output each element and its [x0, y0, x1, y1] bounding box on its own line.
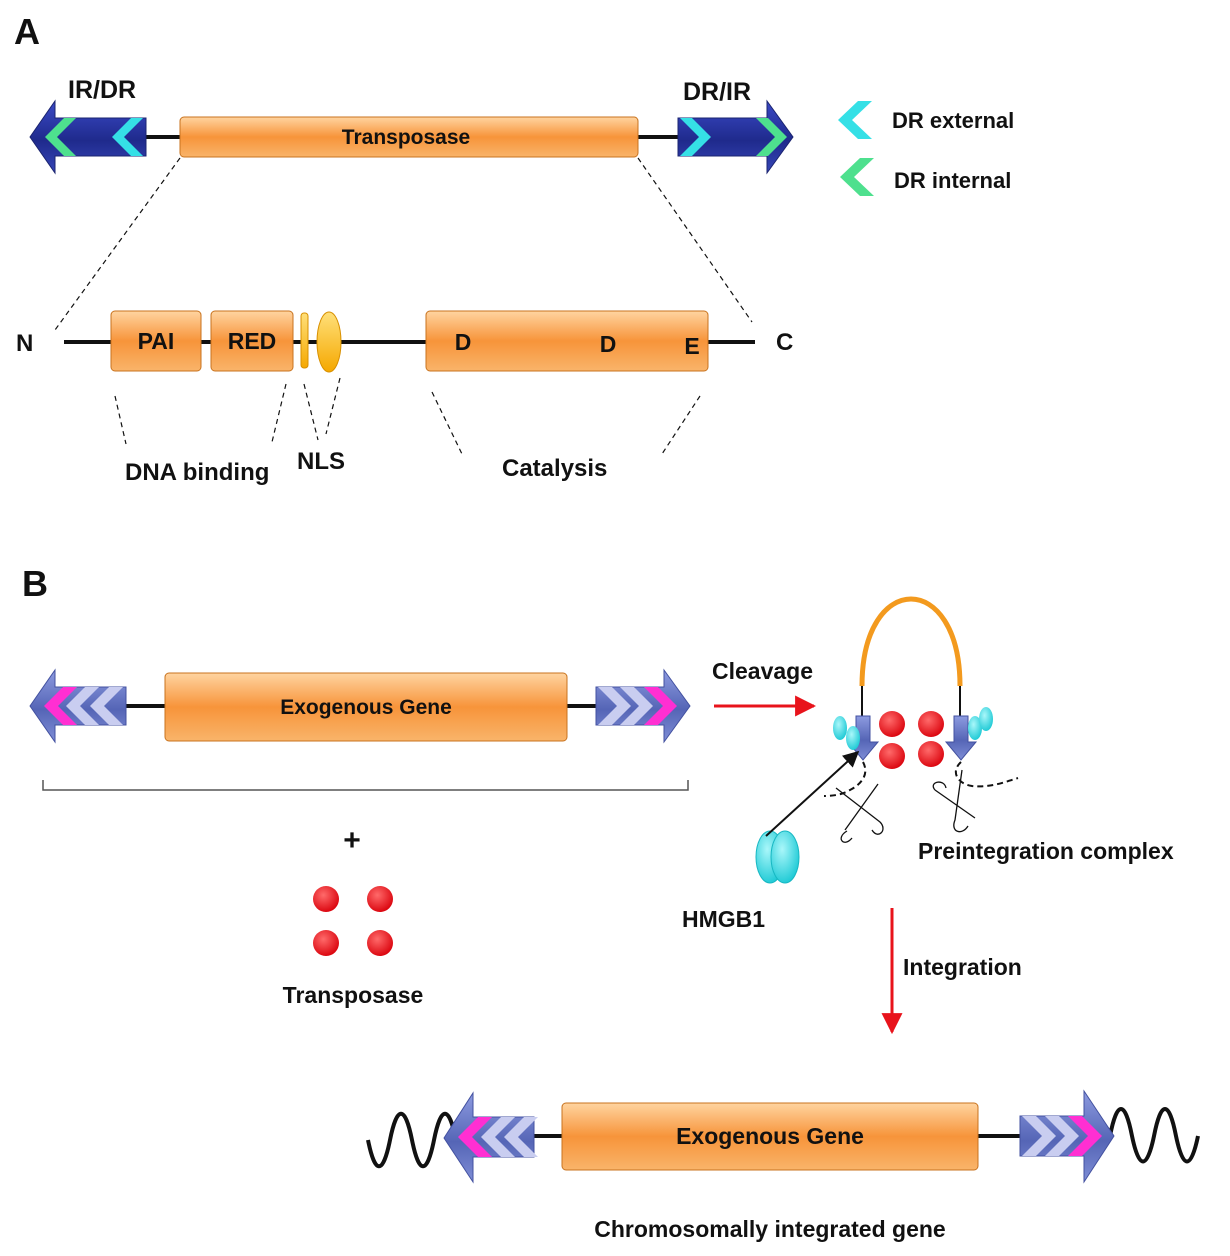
- nls-small: [300, 312, 309, 369]
- lavender-chevron: [1022, 1116, 1056, 1156]
- construct-bracket: [42, 780, 689, 791]
- hmgb1-protein: [755, 830, 800, 884]
- scissors-icon: [835, 783, 884, 843]
- chromosome-dna-left: [366, 1112, 458, 1168]
- transposase-molecule: [879, 711, 905, 737]
- pai-domain-label: PAI: [138, 328, 175, 354]
- dr-external-chevron: [680, 118, 711, 156]
- dr-external-legend-icon: [838, 101, 872, 139]
- transposase-molecule: [367, 886, 393, 912]
- transposase-molecule: [879, 743, 905, 769]
- d-residue-2: D: [600, 331, 617, 357]
- excised-transposon-loop: [859, 596, 963, 687]
- transposase-label: Transposase: [283, 982, 424, 1008]
- left-ir-dr-element: [29, 99, 147, 175]
- integrated-left-ir: [443, 1091, 538, 1184]
- nls-dash-right: [325, 377, 341, 435]
- hmgb1-bound: [846, 726, 860, 750]
- dr-external-chevron: [112, 118, 143, 156]
- magenta-chevron: [458, 1117, 492, 1157]
- integration-label: Integration: [903, 954, 1022, 980]
- catalysis-dash-right: [661, 395, 701, 455]
- preintegration-complex: [823, 596, 1019, 843]
- dna-binding-label: DNA binding: [125, 459, 269, 486]
- transposase-molecule: [313, 886, 339, 912]
- transposase-gene: [179, 116, 639, 158]
- final-caption: Chromosomally integrated gene: [594, 1216, 945, 1242]
- flanking-dna-right: [954, 761, 1019, 788]
- construct-right-ir: [595, 668, 691, 744]
- lavender-chevron: [66, 687, 99, 725]
- right-dr-ir-element: [677, 99, 794, 175]
- e-residue: E: [684, 333, 699, 359]
- hmgb1-bound: [833, 716, 847, 740]
- lavender-chevron: [481, 1117, 515, 1157]
- panel-b-label: B: [22, 563, 48, 604]
- transposase-molecules: [313, 886, 393, 956]
- integrated-exogenous-gene-label: Exogenous Gene: [676, 1123, 864, 1149]
- catalysis-dash-left: [431, 391, 463, 455]
- transposase-gene-label: Transposase: [342, 126, 470, 149]
- magenta-chevron: [644, 687, 677, 725]
- hmgb1-bound: [968, 716, 982, 740]
- catalytic-domain: [425, 310, 709, 372]
- panel-a-label: A: [14, 11, 40, 52]
- n-terminus-label: N: [16, 330, 33, 357]
- dr-internal-chevron: [756, 118, 787, 156]
- transposase-molecule: [918, 741, 944, 767]
- hmgb1-bound: [979, 707, 993, 731]
- hmgb1-arrow: [765, 750, 860, 837]
- legend-dr-internal: DR internal: [894, 168, 1011, 193]
- zoom-line-right: [637, 157, 753, 323]
- zoom-line-left: [54, 157, 181, 331]
- catalysis-label: Catalysis: [502, 455, 607, 482]
- lavender-chevron: [620, 687, 653, 725]
- magenta-chevron: [44, 687, 77, 725]
- legend-dr-external: DR external: [892, 108, 1014, 133]
- scissors-icon: [932, 769, 976, 833]
- right-blue-arrow: [944, 715, 978, 761]
- red-domain-label: RED: [228, 328, 277, 354]
- magenta-chevron: [1068, 1116, 1102, 1156]
- c-terminus-label: C: [776, 329, 793, 356]
- integrated-exogenous-gene: [561, 1102, 979, 1171]
- exogenous-gene-label: Exogenous Gene: [280, 696, 452, 719]
- legend: DR external DR internal: [838, 101, 1014, 196]
- dna-binding-dash-left: [114, 395, 127, 445]
- lavender-chevron: [504, 1117, 538, 1157]
- flanking-dna-left: [823, 761, 867, 797]
- dr-internal-chevron: [45, 118, 76, 156]
- chromosome-dna-right: [1108, 1107, 1200, 1164]
- nls-dash-left: [303, 383, 319, 441]
- transposase-molecule: [367, 930, 393, 956]
- lavender-chevron: [1045, 1116, 1079, 1156]
- construct-left-ir: [29, 668, 127, 744]
- lavender-chevron: [90, 687, 123, 725]
- nls-large: [316, 311, 342, 373]
- dr-internal-legend-icon: [840, 158, 874, 196]
- red-domain: [210, 310, 294, 372]
- transposase-molecule: [313, 930, 339, 956]
- right-end-label: DR/IR: [683, 78, 751, 106]
- d-residue-1: D: [455, 329, 472, 355]
- plus-sign: +: [343, 824, 361, 857]
- integrated-right-ir: [1019, 1089, 1115, 1184]
- dna-binding-dash-right: [271, 383, 287, 443]
- left-end-label: IR/DR: [68, 76, 136, 104]
- cleavage-label: Cleavage: [712, 658, 813, 684]
- exogenous-gene: [164, 672, 568, 742]
- nls-label: NLS: [297, 448, 345, 475]
- lavender-chevron: [598, 687, 631, 725]
- pai-domain: [110, 310, 202, 372]
- hmgb1-label: HMGB1: [682, 906, 765, 932]
- preintegration-complex-label: Preintegration complex: [918, 838, 1174, 864]
- transposase-molecule: [918, 711, 944, 737]
